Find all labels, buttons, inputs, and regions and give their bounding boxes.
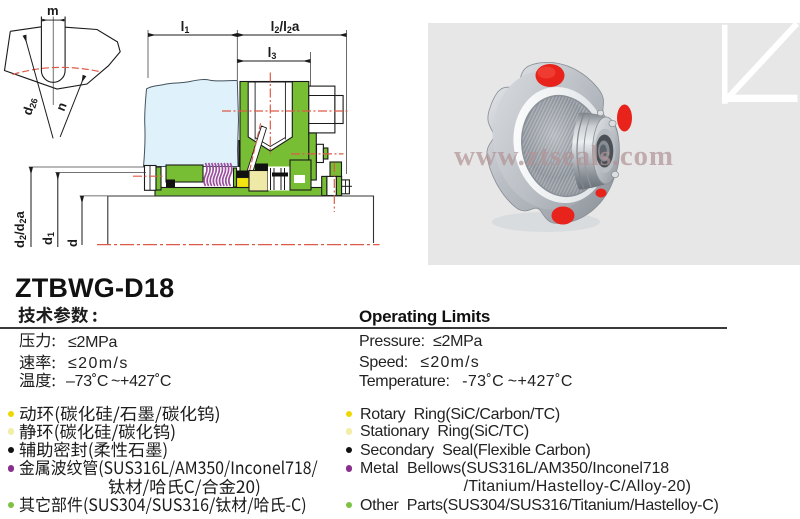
svg-text:n: n: [53, 100, 70, 113]
svg-text:d26: d26: [19, 95, 39, 117]
svg-text:m: m: [47, 3, 59, 18]
svg-text:d2/d2a: d2/d2a: [12, 210, 28, 248]
svg-text:d1: d1: [40, 232, 56, 245]
svg-text:d: d: [65, 239, 80, 247]
svg-text:l3: l3: [268, 45, 277, 61]
svg-text:l1: l1: [181, 19, 190, 35]
svg-text:www.ztseals.com: www.ztseals.com: [454, 140, 674, 172]
svg-text:l2/l2a: l2/l2a: [271, 19, 300, 35]
